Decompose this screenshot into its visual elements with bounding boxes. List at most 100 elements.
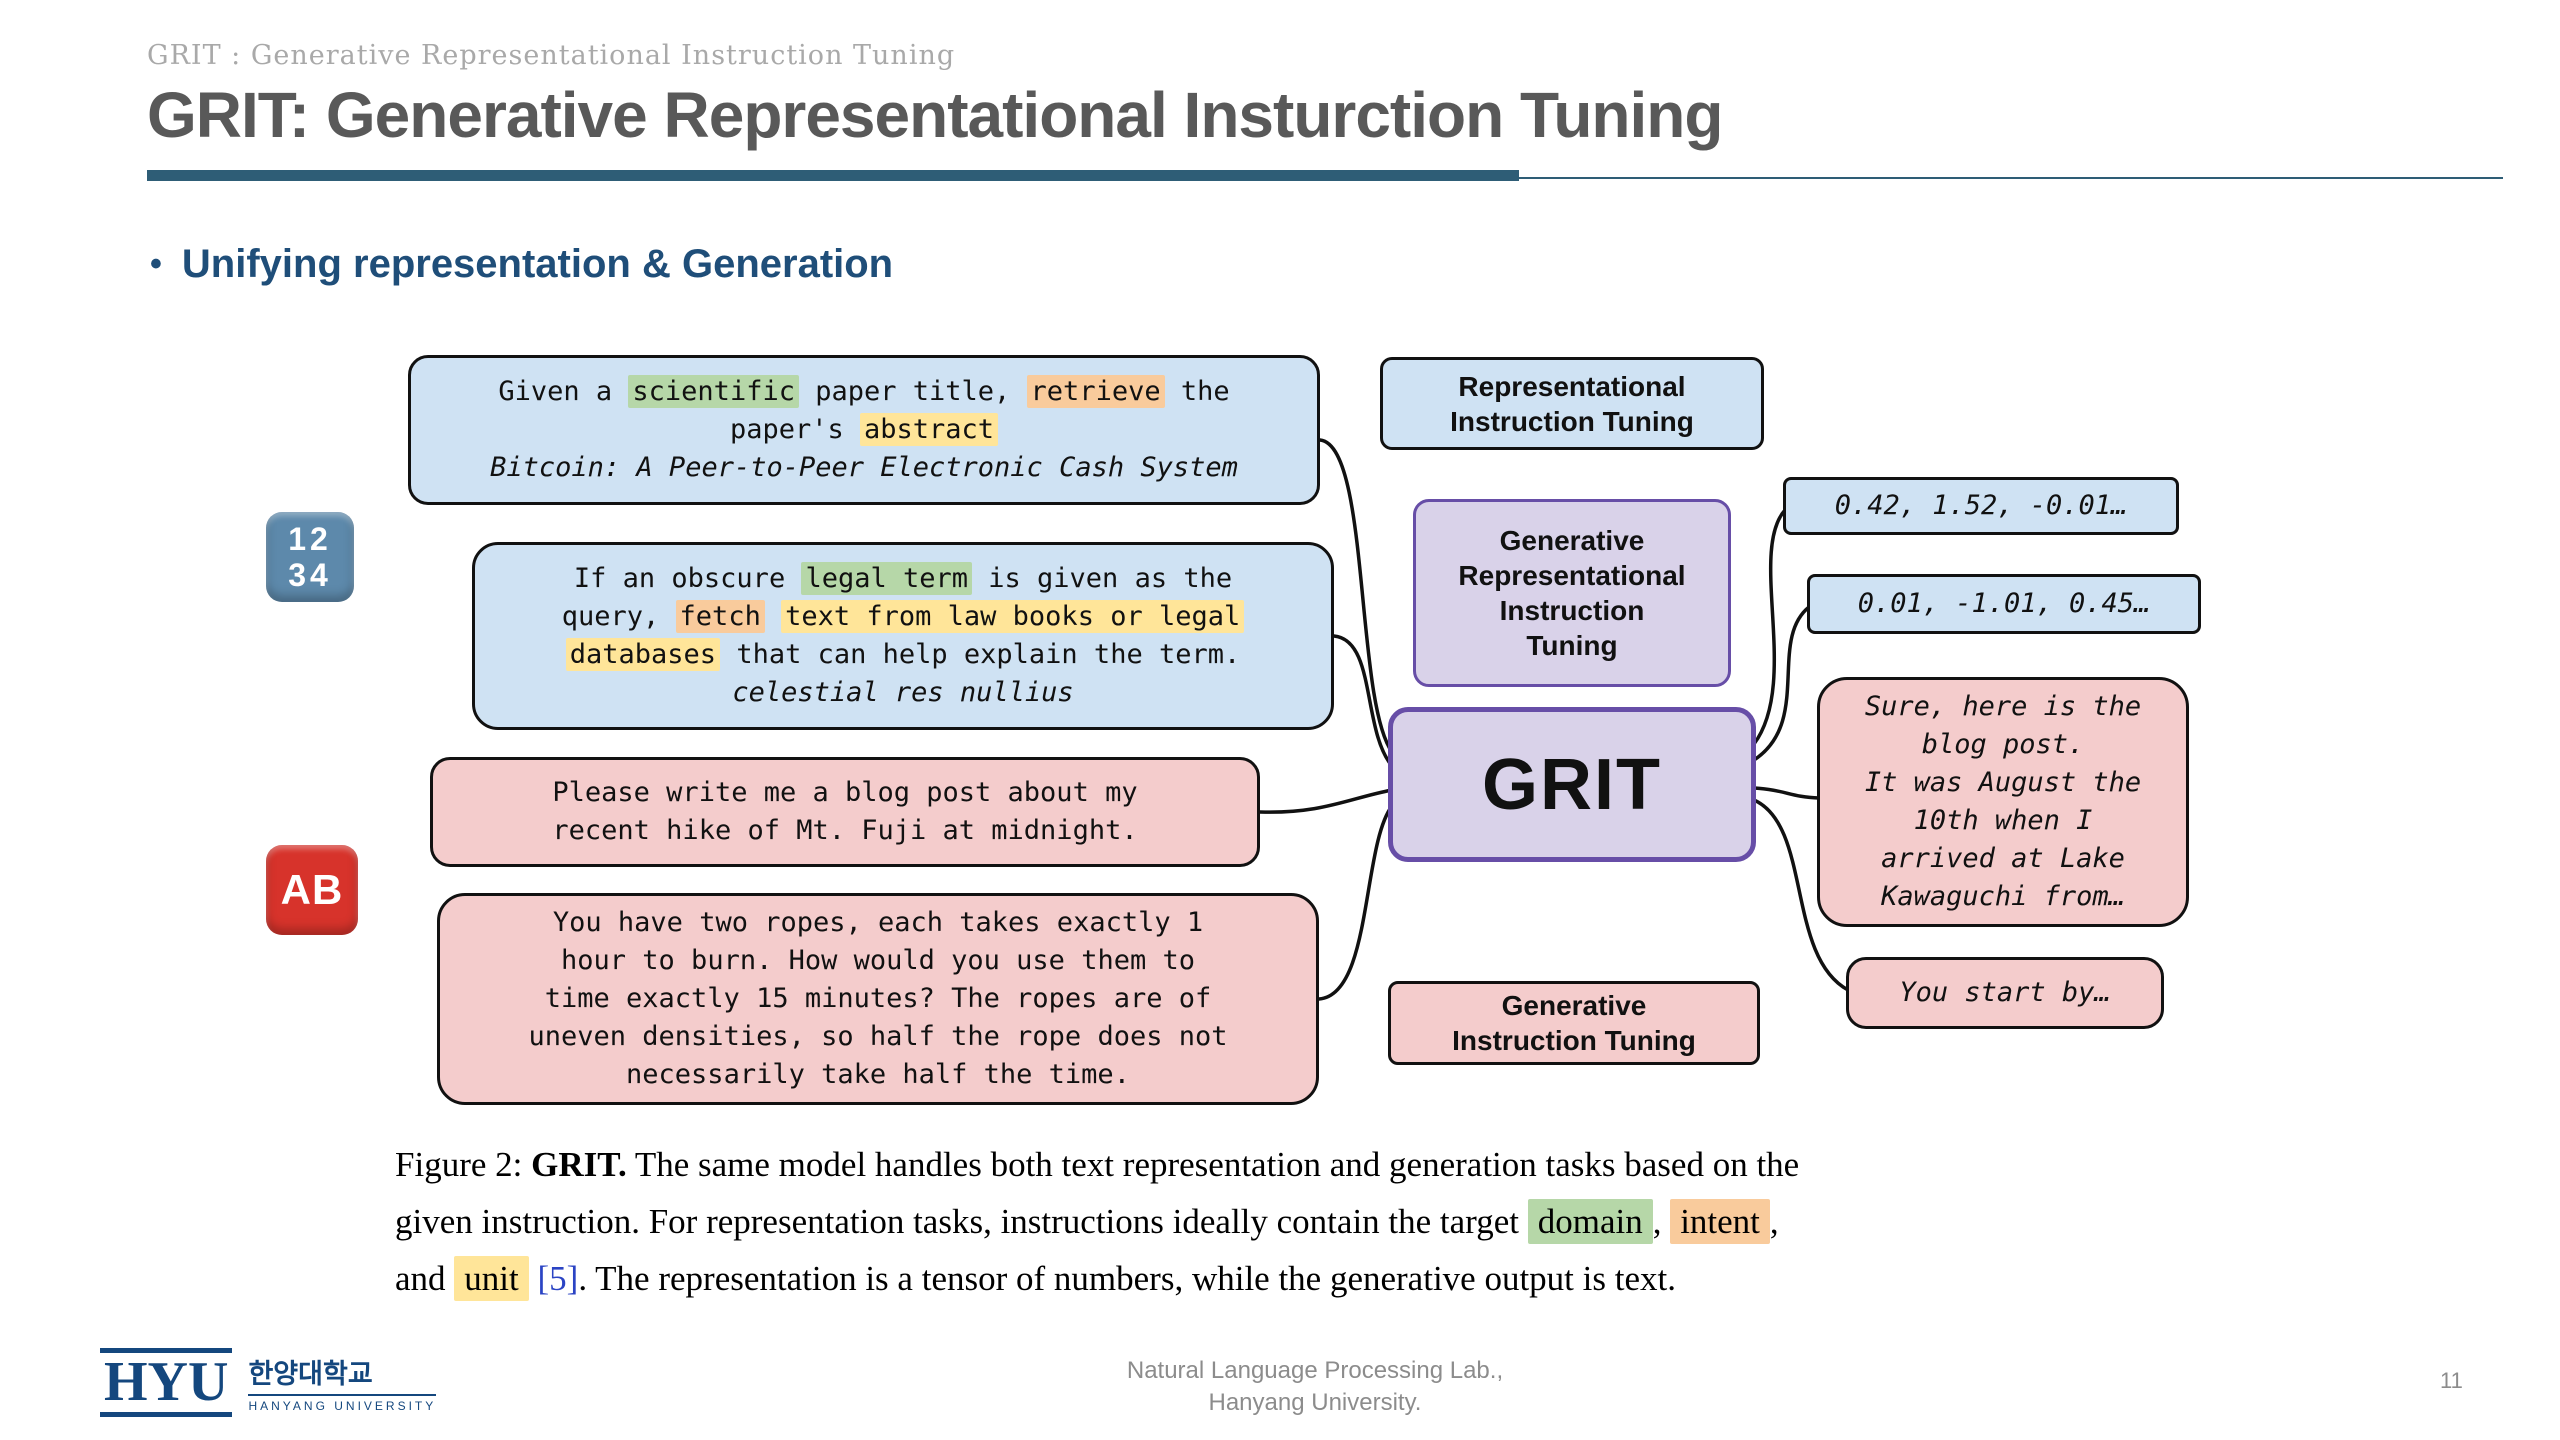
connector-output-generation1	[1752, 786, 1821, 800]
text-segment: time exactly 15 minutes? The ropes are o…	[544, 983, 1212, 1014]
hyu-logo-korean: 한양대학교	[248, 1359, 373, 1390]
embedding-output-1: 0.42, 1.52, -0.01…	[1834, 490, 2128, 521]
fig-text-line: Please write me a blog post about my	[552, 774, 1137, 812]
grit-model-box: GRIT	[1388, 707, 1756, 862]
representational-instruction-tuning-label: Representational Instruction Tuning	[1380, 357, 1764, 450]
text-segment: GRIT.	[531, 1145, 627, 1184]
fig-text-line: time exactly 15 minutes? The ropes are o…	[545, 980, 1211, 1018]
text-segment: databases	[565, 638, 721, 671]
page-number: 11	[2440, 1368, 2463, 1393]
output-box-generation-2: You start by…	[1846, 957, 2164, 1029]
input-box-representation-1: Given a scientific paper title, retrieve…	[408, 355, 1320, 505]
text-segment: You have two ropes, each takes exactly 1	[552, 907, 1204, 938]
rep-tuning-text: Representational Instruction Tuning	[1450, 370, 1694, 437]
connector-output-generation2	[1752, 798, 1850, 992]
slide-kicker: GRIT : Generative Representational Instr…	[147, 40, 956, 71]
hyu-logo-mark: HYU	[100, 1348, 233, 1418]
section-heading: • Unifying representation & Generation	[150, 242, 893, 287]
text-segment: legal term	[801, 562, 973, 595]
input-box-generation-2: You have two ropes, each takes exactly 1…	[437, 893, 1319, 1105]
connector-output-embedding1	[1752, 508, 1787, 746]
text-segment: ,	[1769, 1202, 1779, 1241]
fig-text-line: paper's abstract	[729, 411, 999, 449]
ab-icon-label: AB	[280, 866, 344, 913]
numbers-icon-row1: 12	[288, 521, 332, 557]
footer-lab-name: Natural Language Processing Lab., Hanyan…	[1126, 1357, 1504, 1416]
output-box-embedding-2: 0.01, -1.01, 0.45…	[1807, 574, 2201, 634]
fig-text-line: You have two ropes, each takes exactly 1	[553, 904, 1203, 942]
page-title: GRIT: Generative Representational Instur…	[147, 79, 1723, 151]
text-segment: the	[1164, 376, 1230, 407]
connector-input-rep2	[1332, 634, 1394, 768]
connector-output-embedding2	[1752, 605, 1811, 762]
fig-text-line: necessarily take half the time.	[626, 1056, 1130, 1094]
connector-input-rep1	[1318, 438, 1394, 754]
fig-text-line: If an obscure legal term is given as the	[574, 560, 1232, 598]
fig-text-line: query, fetch text from law books or lega…	[562, 598, 1245, 636]
text-segment: is given as the	[972, 563, 1233, 594]
text-segment: Bitcoin: A Peer-to-Peer Electronic Cash …	[490, 452, 1238, 483]
fig-text-line: celestial res nullius	[732, 674, 1073, 712]
grit-full-text: Generative Representational Instruction …	[1458, 525, 1686, 661]
generation-output-1: Sure, here is the blog post. It was Augu…	[1864, 691, 2142, 912]
text-segment: Figure 2:	[395, 1145, 532, 1184]
text-segment: abstract	[860, 413, 999, 446]
text-segment: uneven densities, so half the rope does …	[528, 1021, 1228, 1052]
text-segment: intent	[1670, 1199, 1770, 1244]
text-segment: recent hike of Mt. Fuji at midnight.	[552, 815, 1138, 846]
grit-text: GRIT	[1482, 744, 1662, 825]
caption-line: Figure 2: GRIT. The same model handles b…	[395, 1136, 2235, 1193]
title-underline-thin	[147, 177, 2503, 179]
fig-text-line: databases that can help explain the term…	[565, 636, 1241, 674]
gen-tuning-text: Generative Instruction Tuning	[1452, 990, 1696, 1056]
section-heading-label: Unifying representation & Generation	[181, 242, 894, 286]
generation-output-2: You start by…	[1899, 977, 2111, 1008]
text-segment: paper's	[729, 414, 860, 445]
fig-text-line: Given a scientific paper title, retrieve…	[498, 373, 1230, 411]
text-segment: fetch	[675, 600, 765, 633]
text-segment	[529, 1259, 538, 1298]
caption-line: given instruction. For representation ta…	[395, 1193, 2235, 1250]
embedding-output-2: 0.01, -1.01, 0.45…	[1857, 588, 2151, 619]
hyu-logo-english: HANYANG UNIVERSITY	[248, 1394, 437, 1413]
text-segment: given instruction. For representation ta…	[395, 1202, 1528, 1241]
hyu-logo: HYU 한양대학교 HANYANG UNIVERSITY	[100, 1348, 437, 1418]
text-segment: celestial res nullius	[732, 677, 1074, 708]
text-segment: Given a	[498, 376, 629, 407]
text-segment: scientific	[628, 375, 799, 408]
input-box-generation-1: Please write me a blog post about my rec…	[430, 757, 1260, 867]
bullet-marker: •	[150, 245, 162, 283]
generative-instruction-tuning-label: Generative Instruction Tuning	[1388, 981, 1760, 1065]
letters-ab-icon: AB	[266, 845, 358, 935]
numbers-input-icon: 12 34	[266, 512, 354, 602]
figure-caption: Figure 2: GRIT. The same model handles b…	[395, 1136, 2235, 1307]
text-segment: that can help explain the term.	[720, 639, 1241, 670]
text-segment: The same model handles both text represe…	[626, 1145, 1800, 1184]
output-box-embedding-1: 0.42, 1.52, -0.01…	[1783, 477, 2179, 535]
hyu-logo-text: 한양대학교 HANYANG UNIVERSITY	[248, 1352, 437, 1413]
fig-text-line: hour to burn. How would you use them to	[561, 942, 1195, 980]
text-segment: hour to burn. How would you use them to	[561, 945, 1195, 976]
text-segment: necessarily take half the time.	[626, 1059, 1130, 1090]
text-segment: domain	[1527, 1199, 1653, 1244]
text-segment: If an obscure	[573, 563, 802, 594]
output-box-generation-1: Sure, here is the blog post. It was Augu…	[1817, 677, 2189, 927]
text-segment: Please write me a blog post about my	[552, 777, 1138, 808]
connector-input-gen1	[1258, 788, 1394, 814]
title-underline-thick	[147, 170, 1519, 181]
text-segment: unit	[454, 1256, 529, 1301]
text-segment: ,	[1652, 1202, 1671, 1241]
connector-input-gen2	[1317, 804, 1394, 1001]
input-box-representation-2: If an obscure legal term is given as the…	[472, 542, 1334, 730]
text-segment: text from law books or legal	[781, 600, 1245, 633]
text-segment: . The representation is a tensor of numb…	[578, 1259, 1676, 1298]
text-segment: paper title,	[798, 376, 1027, 407]
text-segment: and	[395, 1259, 455, 1298]
text-segment: query,	[561, 601, 676, 632]
generative-representational-instruction-tuning-label: Generative Representational Instruction …	[1413, 499, 1731, 687]
text-segment: [5]	[537, 1259, 579, 1298]
fig-text-line: Bitcoin: A Peer-to-Peer Electronic Cash …	[490, 449, 1238, 487]
fig-text-line: uneven densities, so half the rope does …	[529, 1018, 1228, 1056]
fig-text-line: recent hike of Mt. Fuji at midnight.	[552, 812, 1137, 850]
